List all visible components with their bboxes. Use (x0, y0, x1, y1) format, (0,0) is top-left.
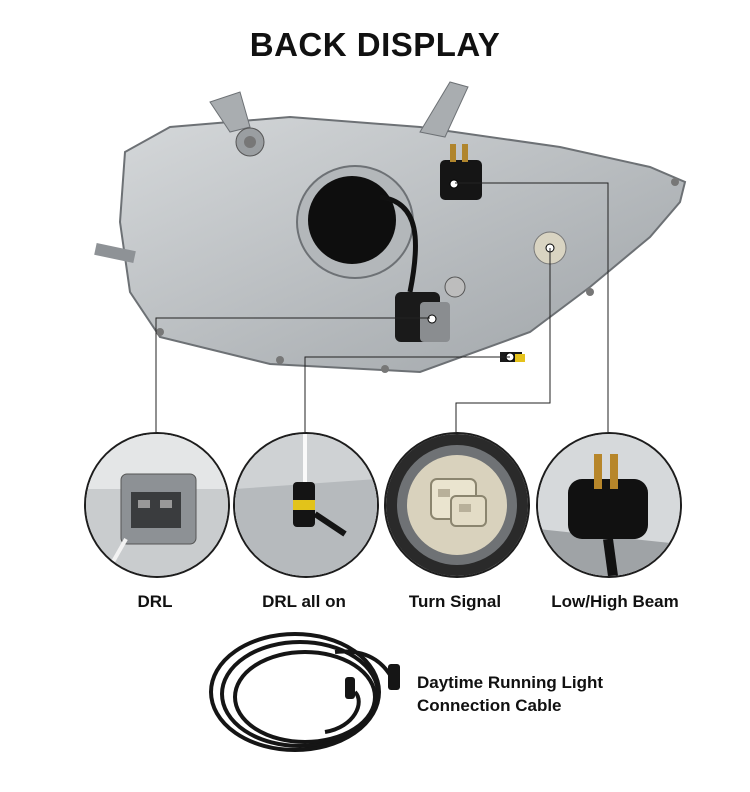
cable-label-line2: Connection Cable (417, 696, 562, 715)
headlamp-back-image (94, 81, 687, 374)
page-title: BACK DISPLAY (249, 26, 501, 63)
drl-all-on-plug-icon (235, 434, 377, 576)
callout-label-turn-signal: Turn Signal (408, 592, 502, 611)
callout-label-drl-all-on: DRL all on (262, 592, 346, 611)
callout-label-drl: DRL (137, 592, 173, 611)
cable-description: Daytime Running Light Connection Cable (417, 671, 603, 717)
low-high-beam-plug-icon (538, 434, 680, 576)
connection-cable-icon (209, 632, 400, 752)
low-high-beam-closeup (536, 432, 682, 578)
cable-label-line1: Daytime Running Light (417, 673, 604, 692)
turn-signal-socket-icon (386, 434, 528, 576)
drl-connector-closeup (84, 432, 230, 578)
drl-all-on-closeup (233, 432, 379, 578)
callout-label-low-high-beam: Low/High Beam (551, 592, 679, 611)
turn-signal-closeup (384, 432, 530, 578)
drl-connector-icon (86, 434, 228, 576)
